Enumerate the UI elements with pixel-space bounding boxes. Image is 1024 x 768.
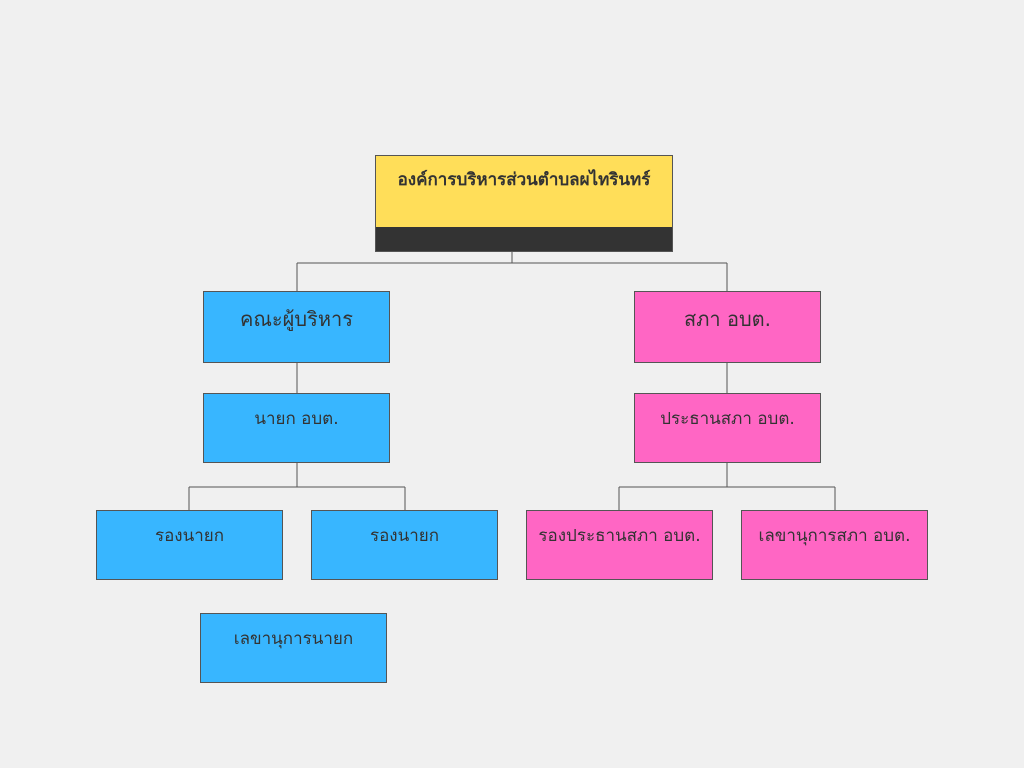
council-label: สภา อบต. — [683, 307, 772, 331]
mayor-node[interactable]: นายก อบต. — [203, 393, 390, 463]
root-node[interactable]: องค์การบริหารส่วนตำบลผไทรินทร์ — [375, 155, 673, 252]
mayor-secretary-node[interactable]: เลขานุการนายก — [200, 613, 387, 683]
council-secretary-node[interactable]: เลขานุการสภา อบต. — [741, 510, 928, 580]
mayor-secretary-label: เลขานุการนายก — [233, 629, 354, 649]
council-president-label: ประธานสภา อบต. — [660, 409, 795, 429]
mayor-label: นายก อบต. — [254, 409, 339, 429]
deputy-mayor-node[interactable]: รองนายก — [311, 510, 498, 580]
executive-board-node[interactable]: คณะผู้บริหาร — [203, 291, 390, 363]
root-footer-bar — [376, 227, 672, 251]
root-title: องค์การบริหารส่วนตำบลผไทรินทร์ — [397, 170, 651, 190]
deputy-mayor-node[interactable]: รองนายก — [96, 510, 283, 580]
deputy-mayor-label: รองนายก — [154, 526, 225, 546]
council-secretary-label: เลขานุการสภา อบต. — [758, 526, 911, 546]
council-vice-president-node[interactable]: รองประธานสภา อบต. — [526, 510, 713, 580]
council-vice-president-label: รองประธานสภา อบต. — [538, 526, 701, 546]
deputy-mayor-label: รองนายก — [369, 526, 440, 546]
council-president-node[interactable]: ประธานสภา อบต. — [634, 393, 821, 463]
executive-board-label: คณะผู้บริหาร — [240, 307, 353, 331]
council-node[interactable]: สภา อบต. — [634, 291, 821, 363]
